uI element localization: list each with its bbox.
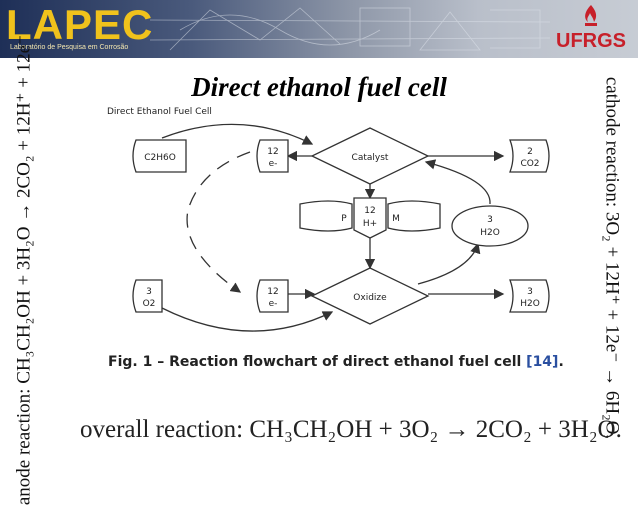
arrow-oxygen-to-oxidize bbox=[161, 307, 334, 332]
node-electrons-bottom-species: e- bbox=[269, 299, 278, 309]
overall-reaction: overall reaction: CH₃CH₂OH + 3O₂ → 2CO₂ … bbox=[80, 416, 622, 444]
arrow-water-to-catalyst bbox=[424, 159, 491, 205]
node-water-intermediate-species: H2O bbox=[480, 228, 500, 238]
slide-header-banner: LAPEC Laboratório de Pesquisa em Corrosã… bbox=[0, 0, 638, 58]
ufrgs-logo: UFRGS bbox=[556, 30, 626, 52]
figure-caption-reference: [14] bbox=[526, 354, 559, 370]
node-oxygen: 3 O2 bbox=[132, 279, 163, 313]
overall-reaction-equation: CH₃CH₂OH + 3O₂ → 2CO₂ + 3H₂O. bbox=[243, 416, 622, 443]
header-background-texture bbox=[150, 7, 550, 51]
diagram-title: Direct Ethanol Fuel Cell bbox=[107, 107, 212, 117]
anode-reaction-equation: CH₃CH₂OH + 3H₂O → 2CO₂ + 12H⁺ + 12e⁻ bbox=[13, 34, 35, 389]
anode-reaction-label: anode reaction: bbox=[13, 388, 35, 505]
node-oxidize: Oxidize bbox=[310, 267, 430, 325]
node-catalyst-label: Catalyst bbox=[352, 153, 389, 163]
overall-reaction-label: overall reaction: bbox=[80, 416, 244, 443]
node-carbon-dioxide-species: CO2 bbox=[520, 159, 539, 169]
node-water-output-count: 3 bbox=[527, 287, 533, 297]
figure-caption: Fig. 1 – Reaction flowchart of direct et… bbox=[108, 354, 564, 370]
node-ethanol-label: C2H6O bbox=[144, 153, 176, 163]
node-water-intermediate-count: 3 bbox=[487, 215, 493, 225]
node-water-intermediate: 3 H2O bbox=[451, 205, 529, 247]
arrow-electron-circuit-dashed bbox=[186, 151, 251, 293]
node-electrons-top-count: 12 bbox=[267, 147, 278, 157]
node-ethanol: C2H6O bbox=[132, 139, 187, 173]
node-carbon-dioxide-count: 2 bbox=[527, 147, 533, 157]
arrow-ethanol-to-catalyst bbox=[161, 123, 314, 145]
node-electrons-bottom-count: 12 bbox=[267, 287, 278, 297]
node-electrons-top: 12 e- bbox=[256, 139, 289, 173]
cathode-reaction-equation: 3O₂ + 12H⁺ + 12e⁻ → 6H₂O, bbox=[601, 207, 623, 440]
node-oxygen-count: 3 bbox=[146, 287, 152, 297]
node-protons: 12 H+ bbox=[353, 197, 387, 239]
figure-caption-period: . bbox=[558, 354, 564, 370]
node-protons-count: 12 bbox=[364, 206, 375, 216]
node-electrons-top-species: e- bbox=[269, 159, 278, 169]
node-catalyst: Catalyst bbox=[310, 127, 430, 185]
arrow-oxidize-to-water-cycle bbox=[417, 242, 481, 285]
lapec-logo: LAPEC bbox=[6, 1, 154, 48]
slide-title: Direct ethanol fuel cell bbox=[191, 72, 447, 102]
node-oxygen-species: O2 bbox=[143, 299, 156, 309]
lapec-logo-subtitle: Laboratório de Pesquisa em Corrosão bbox=[10, 44, 129, 51]
node-protons-species: H+ bbox=[363, 219, 377, 229]
node-water-output-species: H2O bbox=[520, 299, 540, 309]
cathode-reaction: cathode reaction: 3O₂ + 12H⁺ + 12e⁻ → 6H… bbox=[601, 77, 624, 439]
node-carbon-dioxide: 2 CO2 bbox=[509, 139, 550, 173]
node-membrane-label-right: M bbox=[392, 214, 400, 224]
node-water-output: 3 H2O bbox=[509, 279, 550, 313]
node-proton-exchange-membrane: P M bbox=[299, 200, 441, 232]
cathode-reaction-label: cathode reaction: bbox=[601, 76, 623, 208]
node-electrons-bottom: 12 e- bbox=[256, 279, 289, 313]
anode-reaction: anode reaction: CH₃CH₂OH + 3H₂O → 2CO₂ +… bbox=[13, 35, 36, 505]
node-oxidize-label: Oxidize bbox=[353, 293, 387, 303]
node-membrane-label-left: P bbox=[341, 214, 347, 224]
ufrgs-flame-icon bbox=[585, 5, 597, 26]
reaction-flowchart: Direct Ethanol Fuel Cell C2H6O 12 e- Cat… bbox=[107, 107, 550, 332]
figure-caption-text: Fig. 1 – Reaction flowchart of direct et… bbox=[108, 354, 527, 370]
